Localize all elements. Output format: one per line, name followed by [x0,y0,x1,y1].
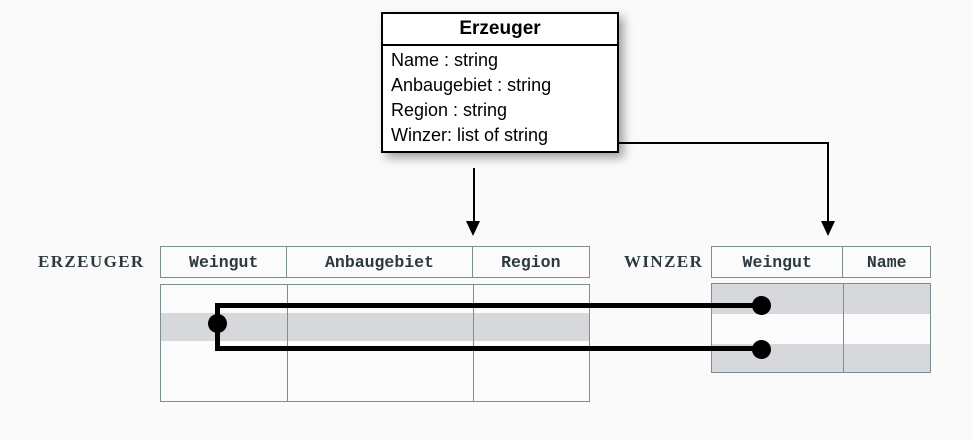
column-header-region: Region [501,252,561,272]
column-header-anbaugebiet: Anbaugebiet [287,247,473,277]
column-header-weingut: Weingut [712,247,844,277]
table-cell-weingut [161,285,288,313]
table-body-winzer [711,283,931,373]
reference-dot-winzer-row3 [752,340,771,359]
uml-attribute-anbaugebiet: Anbaugebiet : string [391,75,552,95]
uml-attribute-region: Region : string [391,100,508,120]
uml-attribute-list: Name : string Anbaugebiet : string Regio… [383,46,617,151]
table-header-erzeuger: Weingut Anbaugebiet Region [160,246,590,278]
table-row [712,314,930,344]
uml-class-name: Erzeuger [383,14,617,46]
table-cell-weingut [161,371,288,401]
table-cell-weingut [161,341,288,371]
table-cell-anbaugebiet [288,371,474,401]
table-cell-weingut [712,284,844,314]
uml-attribute-name: Name : string [391,50,499,70]
table-row [161,371,589,401]
uml-class-box: Erzeuger Name : string Anbaugebiet : str… [381,12,619,153]
uml-attribute-winzer: Winzer: list of string [391,125,549,145]
table-cell-anbaugebiet [288,313,474,341]
table-body-erzeuger [160,284,590,402]
mapping-arrow-winzer [821,221,835,236]
table-cell-name [844,344,930,372]
table-label-winzer: WINZER [624,252,704,271]
mapping-line-winzer-vertical [827,142,829,223]
table-cell-anbaugebiet [288,341,474,371]
table-cell-name [844,284,930,314]
table-cell-weingut [712,344,844,372]
mapping-line-erzeuger-vertical [473,168,475,223]
table-cell-anbaugebiet [288,285,474,313]
table-row [712,284,930,314]
table-cell-region [474,285,589,313]
table-cell-region [474,371,589,401]
reference-line-top [215,303,760,308]
table-label-erzeuger: ERZEUGER [38,252,145,271]
table-cell-name [844,314,930,344]
column-header-name: Name [866,252,907,272]
column-header-weingut: Weingut [161,247,288,277]
reference-dot-erzeuger-row2 [208,314,227,333]
table-cell-region [474,313,589,341]
table-row [161,313,589,341]
mapping-line-winzer-horizontal [605,142,829,144]
table-row [161,341,589,371]
table-header-winzer: Weingut Name [711,246,931,278]
table-cell-weingut [161,313,288,341]
mapping-arrow-erzeuger [466,221,480,236]
reference-line-bottom [215,346,760,351]
table-cell-weingut [712,314,844,344]
table-row [161,285,589,313]
reference-dot-winzer-row1 [752,296,771,315]
